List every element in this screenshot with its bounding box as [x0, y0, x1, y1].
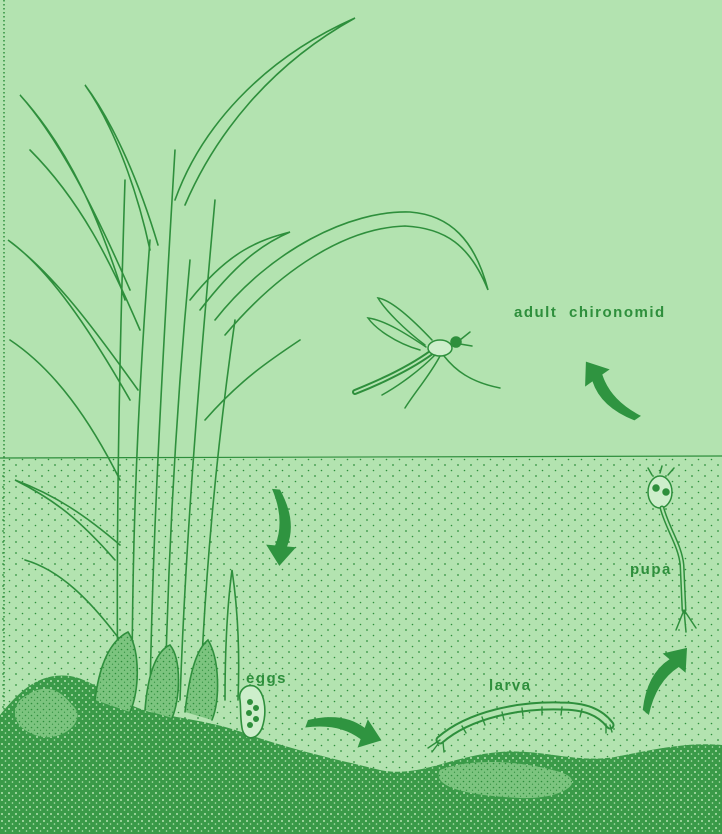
label-adult-chironomid: adult chironomid: [514, 304, 666, 321]
label-pupa: pupa: [630, 561, 672, 578]
egg-mass-icon: [240, 686, 265, 738]
label-eggs: eggs: [246, 670, 287, 687]
label-larva: larva: [489, 677, 532, 694]
